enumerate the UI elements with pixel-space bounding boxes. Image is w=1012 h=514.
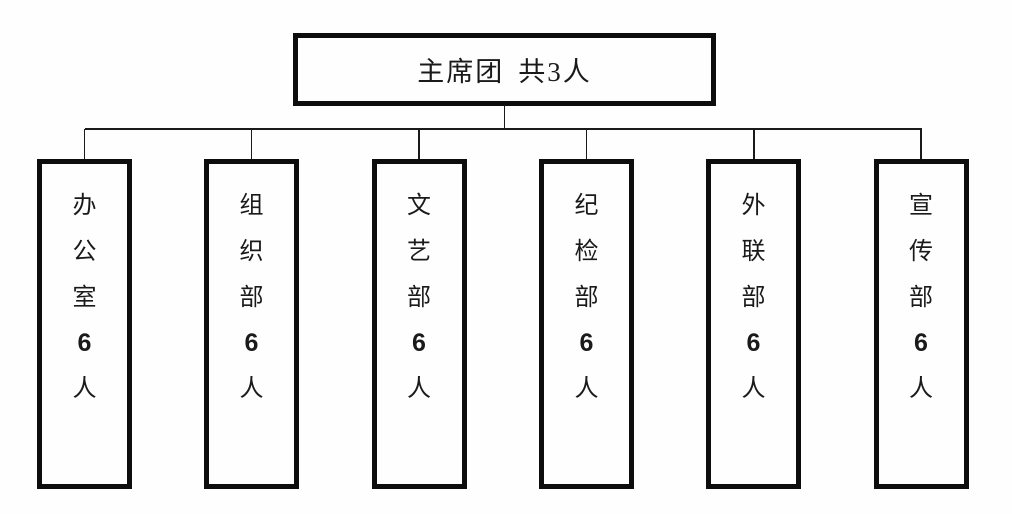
dept-box-publicity: 宣 传 部 6 人 bbox=[873, 159, 969, 489]
dept-count-unit: 人 bbox=[407, 375, 431, 402]
dept-count-unit: 人 bbox=[741, 375, 766, 402]
dept-box-arts: 文 艺 部 6 人 bbox=[371, 159, 467, 489]
dept-box-discipline: 纪 检 部 6 人 bbox=[539, 159, 634, 489]
dept-name-char: 室 bbox=[72, 285, 97, 311]
dept-count: 6 bbox=[244, 329, 259, 357]
dept-name-char: 纪 bbox=[574, 193, 599, 219]
dept-count: 6 bbox=[579, 329, 594, 357]
root-label: 主席团 bbox=[417, 57, 505, 87]
dept-name-char: 部 bbox=[407, 285, 431, 311]
connector-stem bbox=[503, 105, 506, 129]
dept-name-char: 联 bbox=[741, 239, 766, 265]
dept-count: 6 bbox=[914, 329, 928, 357]
dept-count-unit: 人 bbox=[239, 375, 264, 402]
connector-drop-2 bbox=[250, 129, 253, 160]
dept-name-char: 办 bbox=[72, 193, 97, 219]
dept-count: 6 bbox=[412, 329, 426, 357]
connector-drop-5 bbox=[753, 129, 755, 160]
dept-name-char: 部 bbox=[741, 285, 766, 311]
dept-count: 6 bbox=[77, 329, 92, 357]
dept-count: 6 bbox=[746, 329, 761, 357]
dept-name-char: 外 bbox=[741, 193, 766, 219]
connector-hline bbox=[84, 128, 922, 130]
dept-name-char: 公 bbox=[72, 239, 97, 265]
root-count: 共3人 bbox=[518, 57, 592, 87]
dept-name-char: 检 bbox=[574, 239, 599, 265]
dept-name-char: 部 bbox=[574, 285, 599, 311]
dept-name-char: 传 bbox=[909, 239, 933, 265]
dept-name-char: 宣 bbox=[909, 193, 933, 219]
dept-name-char: 文 bbox=[407, 193, 431, 219]
dept-count-unit: 人 bbox=[909, 375, 933, 402]
connector-drop-4 bbox=[585, 129, 588, 160]
dept-name-char: 部 bbox=[239, 285, 264, 311]
root-box-presidium: 主席团 共3人 bbox=[293, 33, 716, 106]
dept-name-char: 织 bbox=[239, 239, 264, 265]
dept-name-char: 组 bbox=[239, 193, 264, 219]
connector-drop-6 bbox=[920, 129, 922, 160]
dept-box-external-relations: 外 联 部 6 人 bbox=[706, 159, 801, 489]
dept-count-unit: 人 bbox=[574, 375, 599, 402]
dept-name-char: 部 bbox=[909, 285, 933, 311]
dept-box-office: 办 公 室 6 人 bbox=[37, 159, 132, 489]
connector-drop-1 bbox=[83, 129, 86, 160]
dept-name-char: 艺 bbox=[407, 239, 431, 265]
dept-count-unit: 人 bbox=[72, 375, 97, 402]
dept-box-organization: 组 织 部 6 人 bbox=[204, 159, 299, 489]
connector-drop-3 bbox=[418, 129, 420, 160]
